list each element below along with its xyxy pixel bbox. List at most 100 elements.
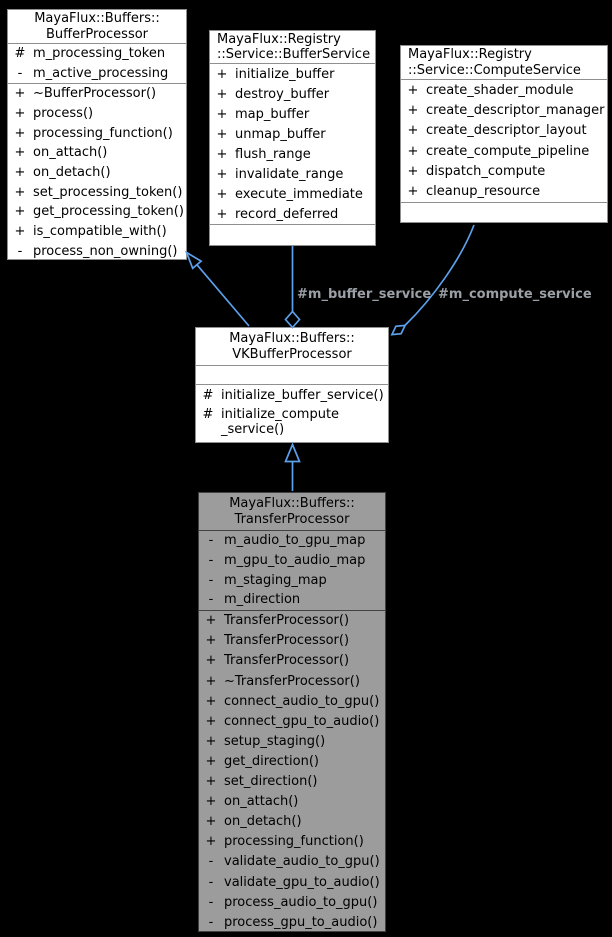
member-name: m_audio_to_gpu_map: [224, 533, 366, 549]
member-row: +on_detach(): [8, 163, 186, 183]
member-row: -m_gpu_to_audio_map: [199, 551, 385, 571]
member-name: process_gpu_to_audio(): [224, 914, 378, 930]
member-row: +map_buffer: [210, 104, 375, 124]
member-name: processing_function(): [224, 834, 364, 850]
member-row: + destroy_buffer: [210, 84, 375, 104]
member-row: -process_non_owning(): [8, 242, 186, 262]
member-row: + ~TransferProcessor(): [199, 671, 385, 691]
visibility-symbol: +: [14, 86, 26, 102]
visibility-symbol: #: [14, 46, 26, 62]
visibility-symbol: +: [205, 814, 217, 830]
member-name-line: initialize_compute: [221, 407, 340, 422]
member-row: +initialize_buffer: [210, 64, 375, 84]
member-name: create_compute_pipeline: [426, 143, 590, 159]
visibility-symbol: +: [14, 224, 26, 240]
member-row: +create_shader_module: [401, 80, 607, 100]
class-title: MayaFlux::Registry ::Service::ComputeSer…: [401, 46, 607, 79]
visibility-symbol: +: [205, 633, 217, 649]
member-name: invalidate_range: [235, 166, 344, 182]
member-name: initialize_compute_service(): [221, 407, 339, 437]
visibility-symbol: +: [205, 613, 217, 629]
class-box-transfer-processor[interactable]: MayaFlux::Buffers:: TransferProcessor -m…: [198, 492, 386, 932]
member-row: +unmap_buffer: [210, 124, 375, 144]
member-row: + flush_range: [210, 144, 375, 164]
member-name: TransferProcessor(): [224, 613, 350, 629]
visibility-symbol: +: [216, 206, 228, 222]
member-row: +invalidate_range: [210, 164, 375, 184]
member-row: + TransferProcessor(): [199, 631, 385, 651]
visibility-symbol: +: [205, 794, 217, 810]
visibility-symbol: +: [407, 82, 419, 98]
class-box-compute-service[interactable]: MayaFlux::Registry ::Service::ComputeSer…: [400, 45, 608, 223]
member-row: + processing_function(): [199, 832, 385, 852]
members-section: +create_shader_module +create_descriptor…: [401, 79, 607, 202]
member-row: + on_detach(): [199, 812, 385, 832]
class-title: MayaFlux::Buffers:: VKBufferProcessor: [196, 328, 388, 365]
visibility-symbol: +: [205, 774, 217, 790]
visibility-symbol: -: [208, 914, 214, 930]
member-row: +set_direction(): [199, 772, 385, 792]
member-name: on_detach(): [224, 814, 302, 830]
class-title: MayaFlux::Buffers:: TransferProcessor: [199, 493, 385, 530]
member-name: m_processing_token: [33, 46, 166, 62]
member-name: create_descriptor_manager: [426, 102, 605, 118]
member-name: create_descriptor_layout: [426, 123, 587, 139]
visibility-symbol: -: [208, 874, 214, 890]
class-title-line: VKBufferProcessor: [232, 346, 352, 362]
class-title-line: MayaFlux::Buffers::: [34, 11, 160, 26]
class-box-buffer-processor[interactable]: MayaFlux::Buffers:: BufferProcessor #m_p…: [7, 9, 187, 260]
member-name: flush_range: [235, 146, 311, 162]
member-name: map_buffer: [235, 106, 310, 122]
member-row: +set_processing_token(): [8, 182, 186, 202]
member-name: m_gpu_to_audio_map: [224, 553, 366, 569]
member-name: processing_function(): [33, 125, 173, 141]
member-name: get_processing_token(): [33, 204, 184, 220]
edge-label-m-compute-service: #m_compute_service: [438, 287, 592, 302]
visibility-symbol: +: [14, 204, 26, 220]
visibility-symbol: +: [216, 86, 228, 102]
visibility-symbol: +: [205, 673, 217, 689]
member-name: TransferProcessor(): [224, 633, 350, 649]
class-title-line: ::Service::BufferService: [217, 47, 371, 62]
visibility-symbol: -: [17, 243, 23, 259]
attributes-section: #m_processing_token -m_active_processing: [8, 43, 186, 83]
class-title-line: MayaFlux::Registry: [408, 47, 532, 62]
visibility-symbol: -: [208, 894, 214, 910]
member-name: set_processing_token(): [33, 184, 183, 200]
empty-section: [210, 224, 375, 245]
member-row: + get_processing_token(): [8, 202, 186, 222]
class-box-buffer-service[interactable]: MayaFlux::Registry ::Service::BufferServ…: [209, 30, 376, 246]
member-name: m_direction: [224, 592, 301, 608]
member-row: +cleanup_resource: [401, 181, 607, 201]
member-name: connect_audio_to_gpu(): [224, 693, 380, 709]
member-row: -m_audio_to_gpu_map: [199, 531, 385, 551]
member-row: + create_descriptor_layout: [401, 121, 607, 141]
visibility-symbol: +: [205, 753, 217, 769]
member-name: process(): [33, 106, 94, 122]
member-row: + TransferProcessor(): [199, 611, 385, 631]
visibility-symbol: +: [205, 733, 217, 749]
methods-section: +~BufferProcessor() +process() +processi…: [8, 83, 186, 261]
member-row: +create_compute_pipeline: [401, 141, 607, 161]
visibility-symbol: +: [216, 146, 228, 162]
member-row: -process_gpu_to_audio(): [199, 912, 385, 932]
visibility-symbol: +: [407, 163, 419, 179]
visibility-symbol: #: [202, 407, 214, 422]
member-row: +create_descriptor_manager: [401, 100, 607, 120]
visibility-symbol: +: [205, 834, 217, 850]
class-box-vk-buffer-processor[interactable]: MayaFlux::Buffers:: VKBufferProcessor # i…: [195, 327, 389, 443]
visibility-symbol: +: [14, 125, 26, 141]
member-row: -validate_audio_to_gpu(): [199, 852, 385, 872]
member-name: validate_gpu_to_audio(): [224, 874, 380, 890]
visibility-symbol: -: [208, 572, 214, 588]
member-row: +connect_gpu_to_audio(): [199, 711, 385, 731]
visibility-symbol: +: [407, 123, 419, 139]
member-name: ~TransferProcessor(): [224, 673, 360, 689]
visibility-symbol: +: [14, 165, 26, 181]
visibility-symbol: -: [208, 533, 214, 549]
visibility-symbol: -: [208, 592, 214, 608]
inheritance-arrowhead-icon: [284, 442, 301, 463]
member-name: destroy_buffer: [235, 86, 330, 102]
member-name: initialize_buffer_service(): [221, 387, 384, 403]
